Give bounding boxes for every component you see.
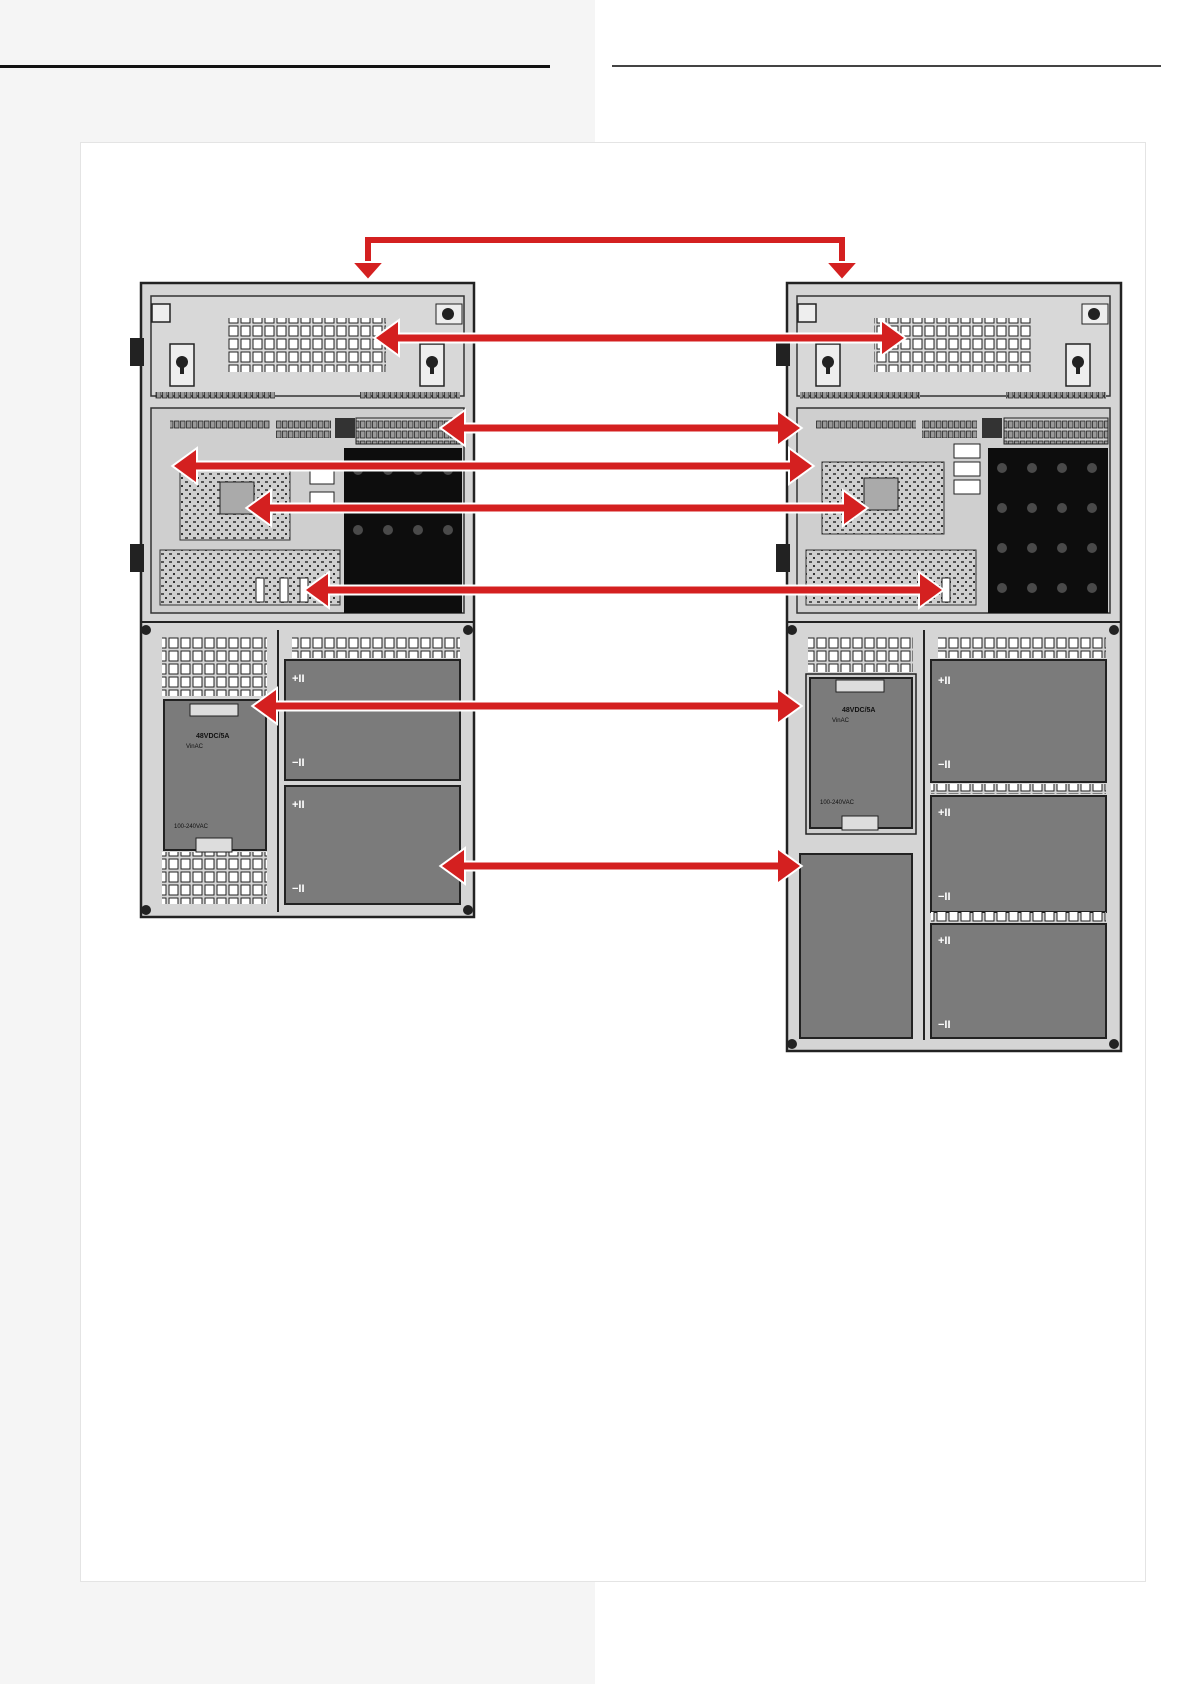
right-psu-rating: 48VDC/5A — [842, 707, 875, 714]
relay-screw-icon — [443, 525, 453, 535]
left-cabinet: 48VDC/5A VinAC 100-240VAC +II −II +II −I… — [130, 283, 474, 917]
left-label-1 — [310, 470, 334, 484]
screw-icon — [1082, 304, 1108, 324]
left-hinge-bottom — [130, 544, 144, 572]
left-battery-module-1: +II −II — [285, 660, 460, 780]
relay-screw-icon — [1087, 583, 1097, 593]
left-battery2-minus: −II — [292, 883, 305, 895]
double-headed-arrow-icon — [352, 262, 384, 280]
right-cpu-chip — [864, 478, 898, 510]
right-battery1-minus: −II — [938, 759, 951, 771]
right-vent-mid-1 — [931, 784, 1106, 794]
screw-icon — [787, 1039, 797, 1049]
keyhole-icon — [170, 344, 194, 386]
right-battery3-plus: +II — [938, 935, 951, 947]
relay-screw-icon — [997, 543, 1007, 553]
keyhole-icon — [816, 344, 840, 386]
right-corner-bracket — [798, 304, 816, 322]
relay-screw-icon — [1057, 503, 1067, 513]
left-psu-ac-range: 100-240VAC — [174, 824, 209, 830]
double-headed-arrow-icon — [826, 262, 858, 280]
relay-screw-icon — [1057, 583, 1067, 593]
right-terminal-strip-top — [800, 392, 920, 400]
top-bracket-outline — [368, 240, 842, 268]
screw-icon — [463, 905, 473, 915]
right-battery-module-3: +II −II — [931, 924, 1106, 1038]
left-psu-rating: 48VDC/5A — [196, 733, 229, 740]
screw-icon — [787, 625, 797, 635]
right-battery2-plus: +II — [938, 807, 951, 819]
relay-screw-icon — [997, 503, 1007, 513]
relay-screw-icon — [1087, 503, 1097, 513]
left-vent-top-left — [162, 636, 267, 696]
relay-screw-icon — [353, 525, 363, 535]
left-battery1-minus: −II — [292, 757, 305, 769]
left-battery-module-2: +II −II — [285, 786, 460, 904]
relay-screw-icon — [383, 525, 393, 535]
screw-icon — [1109, 625, 1119, 635]
left-fuse-1 — [256, 578, 264, 602]
right-vent-mid-2 — [931, 912, 1106, 922]
relay-screw-icon — [1027, 503, 1037, 513]
right-label-3 — [954, 480, 980, 494]
screw-icon — [463, 625, 473, 635]
right-psu-module: 48VDC/5A VinAC 100-240VAC — [806, 674, 916, 834]
relay-screw-icon — [997, 463, 1007, 473]
right-battery-module-side — [800, 854, 912, 1038]
screw-icon — [141, 905, 151, 915]
screw-icon — [436, 304, 462, 324]
relay-screw-icon — [1087, 463, 1097, 473]
screw-icon — [141, 625, 151, 635]
right-rj45-port — [982, 418, 1002, 438]
left-battery2-plus: +II — [292, 799, 305, 811]
relay-screw-icon — [1057, 463, 1067, 473]
right-terminal-strip-top-2 — [1006, 392, 1106, 400]
screw-icon — [1109, 1039, 1119, 1049]
left-terminal-strip-1 — [170, 420, 270, 430]
left-rj45-port — [335, 418, 355, 438]
right-vent-top-right — [938, 636, 1106, 658]
relay-screw-icon — [1027, 543, 1037, 553]
right-psu-input: VinAC — [832, 718, 850, 724]
right-battery-module-1: +II −II — [931, 660, 1106, 782]
right-label-1 — [954, 444, 980, 458]
left-battery1-plus: +II — [292, 673, 305, 685]
right-battery3-minus: −II — [938, 1019, 951, 1031]
right-battery2-minus: −II — [938, 891, 951, 903]
relay-screw-icon — [1027, 583, 1037, 593]
left-vent-bottom-left — [162, 852, 267, 904]
relay-screw-icon — [997, 583, 1007, 593]
right-hinge-bottom — [776, 544, 790, 572]
left-corner-bracket — [152, 304, 170, 322]
right-battery-module-2: +II −II — [931, 796, 1106, 912]
right-terminal-strip-1 — [816, 420, 916, 430]
left-vent-top-right — [292, 636, 460, 658]
relay-screw-icon — [413, 525, 423, 535]
double-headed-arrow-icon — [442, 412, 800, 444]
right-cabinet: 48VDC/5A VinAC 100-240VAC +II −II +II −I… — [776, 283, 1121, 1051]
left-psu-input: VinAC — [186, 744, 204, 750]
relay-screw-icon — [1057, 543, 1067, 553]
relay-screw-icon — [1027, 463, 1037, 473]
right-psu-ac-range: 100-240VAC — [820, 800, 855, 806]
keyhole-icon — [420, 344, 444, 386]
left-hinge-top — [130, 338, 144, 366]
left-psu-module: 48VDC/5A VinAC 100-240VAC — [164, 700, 266, 852]
right-relay-terminals — [1004, 418, 1108, 444]
left-terminal-strip-2 — [276, 420, 331, 438]
left-terminal-strip-top — [155, 392, 275, 400]
keyhole-icon — [1066, 344, 1090, 386]
right-vent-top-left — [808, 636, 913, 672]
left-terminal-strip-top-2 — [360, 392, 460, 400]
right-battery1-plus: +II — [938, 675, 951, 687]
double-headed-arrow-icon — [442, 850, 800, 882]
left-top-vent — [228, 318, 386, 372]
right-label-2 — [954, 462, 980, 476]
left-fuse-2 — [280, 578, 288, 602]
relay-screw-icon — [1087, 543, 1097, 553]
right-terminal-strip-2 — [922, 420, 977, 438]
